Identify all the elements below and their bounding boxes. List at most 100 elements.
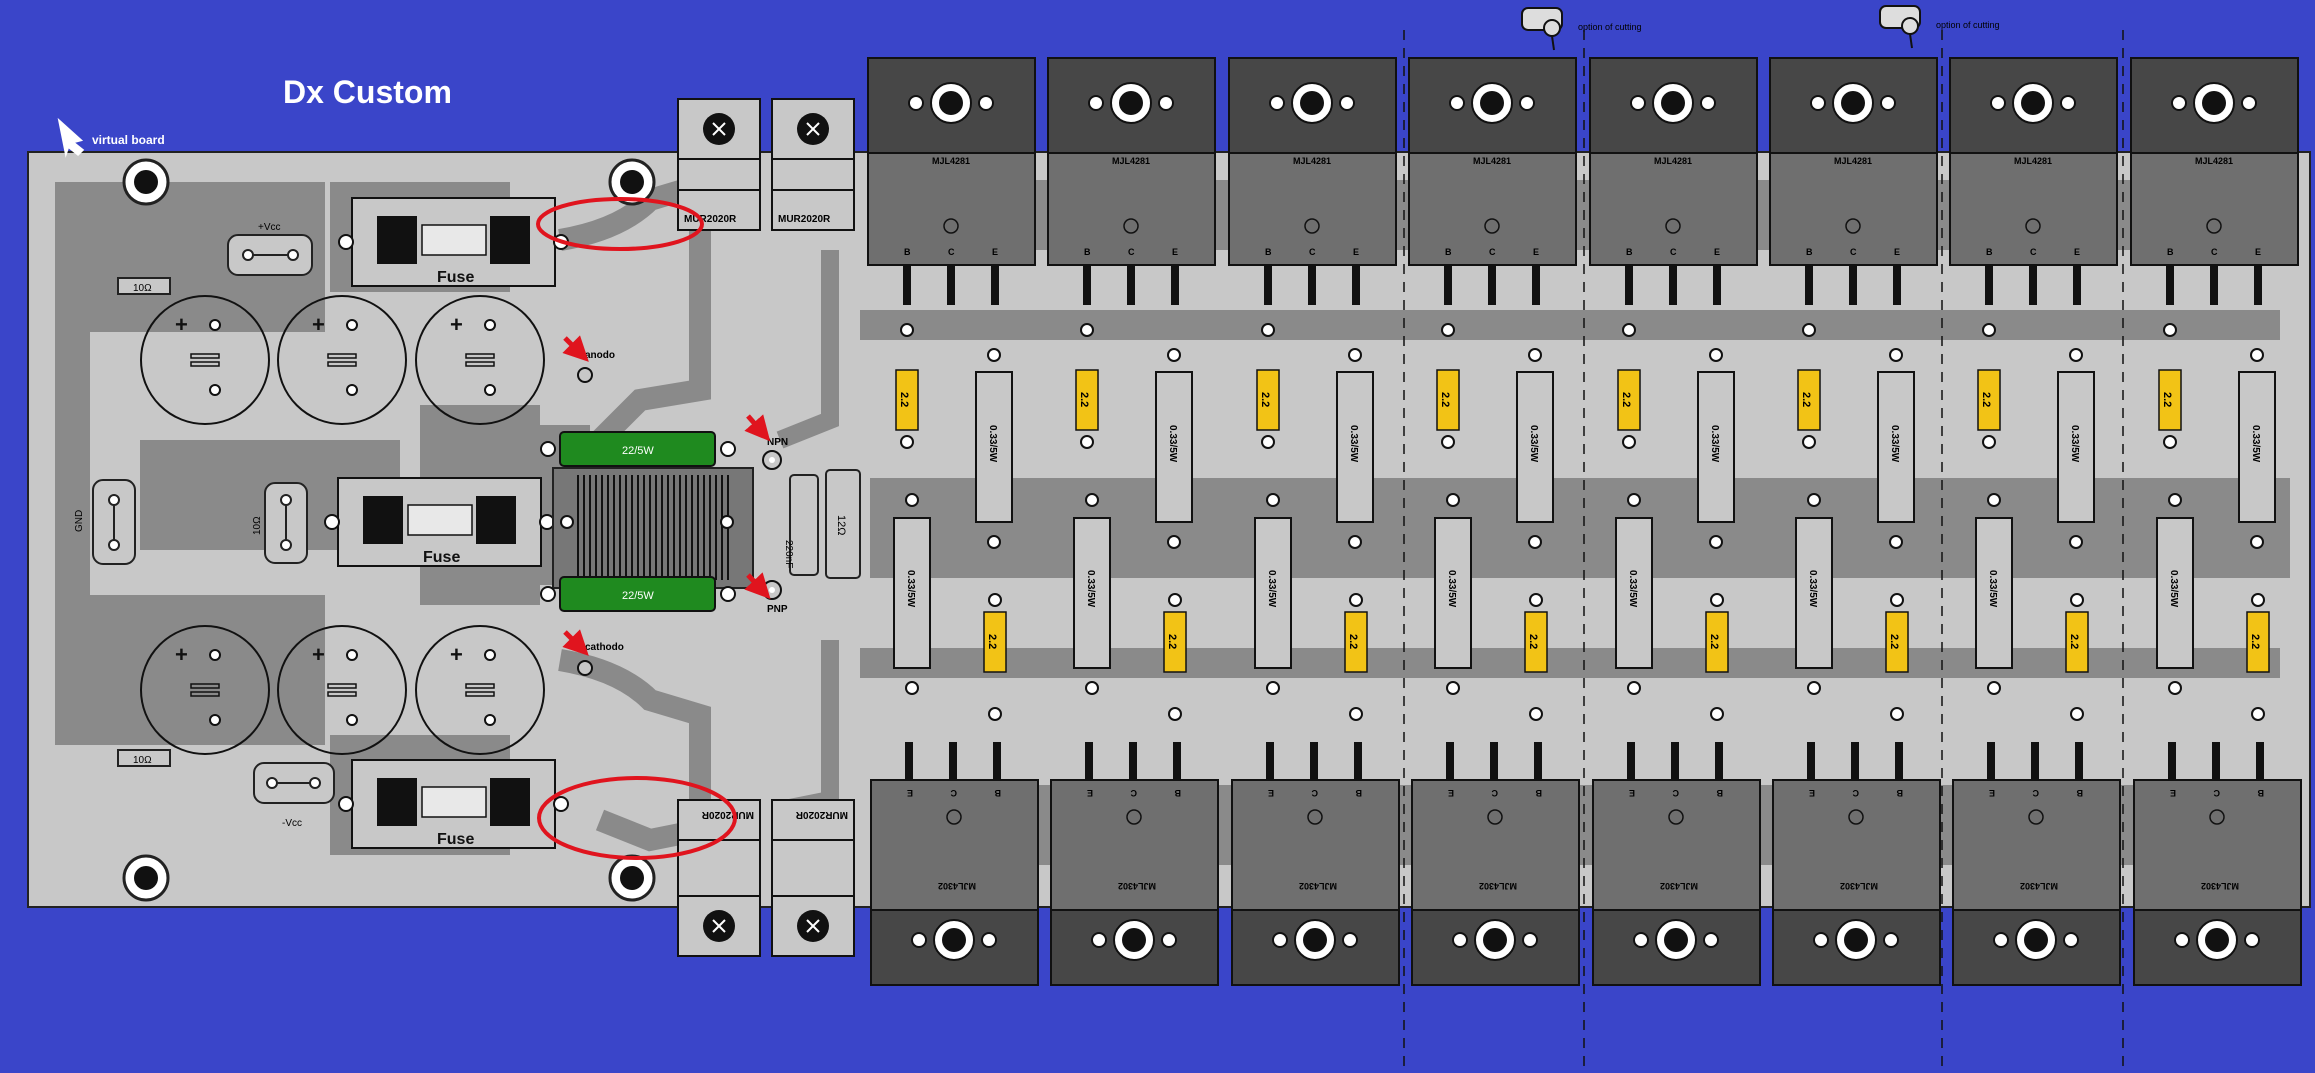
pin-label: B [994, 788, 1001, 798]
capacitor: + [415, 625, 545, 755]
pin-label: C [1672, 788, 1679, 798]
mount-hole-icon [608, 158, 656, 206]
base-resistor: 2.2 [1617, 323, 1641, 449]
diode: MUR2020R [771, 799, 855, 957]
svg-text:2.2: 2.2 [1527, 634, 1539, 649]
gnd-connector: GND [74, 479, 136, 565]
emitter-resistor: 0.33/5W [1877, 348, 1915, 549]
highlight-ellipse-top [536, 197, 704, 251]
bottom-resistor: 10Ω [117, 749, 171, 767]
base-resistor: 2.2 [1075, 323, 1099, 449]
pin-label: B [1445, 247, 1452, 257]
pin-label: E [1448, 788, 1454, 798]
cut-marker-1: option of cutting [1521, 7, 1642, 51]
red-arrow-icons [562, 335, 771, 656]
pin-label: C [1852, 788, 1859, 798]
emitter-resistor: 0.33/5W [975, 348, 1013, 549]
top-resistor: 10Ω [117, 277, 171, 295]
svg-text:2.2: 2.2 [1800, 392, 1812, 407]
emitter-resistor: 0.33/5W [2238, 348, 2276, 549]
pin-label: C [1130, 788, 1137, 798]
svg-text:0.33/5W: 0.33/5W [1085, 570, 1096, 608]
pin-label: C [1309, 247, 1316, 257]
emitter-resistor: 0.33/5W [1975, 493, 2013, 695]
pin-label: E [907, 788, 913, 798]
svg-text:10Ω: 10Ω [133, 283, 152, 294]
pin-label: C [1850, 247, 1857, 257]
capacitor: + [140, 295, 270, 425]
pin-label: C [950, 788, 957, 798]
pin-label: C [2213, 788, 2220, 798]
cut-lines [1403, 30, 2124, 1073]
svg-text:220nF: 220nF [783, 540, 794, 568]
capacitor: + [140, 625, 270, 755]
pin-label: C [1128, 247, 1135, 257]
emitter-resistor: 0.33/5W [1336, 348, 1374, 549]
plus-icon: + [312, 312, 325, 337]
base-resistor: 2.2 [1885, 593, 1909, 721]
vcc-pos-label: +Vcc [258, 222, 281, 233]
capacitor: + [277, 625, 407, 755]
diode: MUR2020R [677, 98, 761, 231]
bias-resistor-bottom: 22/5W [540, 576, 736, 612]
plus-icon: + [450, 642, 463, 667]
pin-label: B [1265, 247, 1272, 257]
pin-label: B [1806, 247, 1813, 257]
svg-text:2.2: 2.2 [1259, 392, 1271, 407]
base-resistor: 2.2 [1705, 593, 1729, 721]
pnp-part-label: MJL4302 [938, 881, 976, 891]
pin-label: B [1896, 788, 1903, 798]
diode-label: MUR2020R [795, 809, 848, 820]
svg-text:0.33/5W: 0.33/5W [905, 570, 916, 608]
pin-label: E [1989, 788, 1995, 798]
fuse-holder: Fuse [338, 759, 569, 849]
base-resistor: 2.2 [2065, 593, 2089, 721]
pin-label: C [2211, 247, 2218, 257]
emitter-resistor: 0.33/5W [1254, 493, 1292, 695]
base-resistor: 2.2 [895, 323, 919, 449]
svg-text:2.2: 2.2 [1888, 634, 1900, 649]
svg-text:0.33/5W: 0.33/5W [1348, 425, 1359, 463]
svg-text:0.33/5W: 0.33/5W [1528, 425, 1539, 463]
bias-res-top-label: 22/5W [622, 445, 654, 457]
base-resistor: 2.2 [1344, 593, 1368, 721]
svg-text:0.33/5W: 0.33/5W [2168, 570, 2179, 608]
vcc-neg-label: -Vcc [282, 818, 302, 829]
pin-label: E [1533, 247, 1539, 257]
cut-label-2: option of cutting [1936, 20, 2000, 30]
pin-label: E [1629, 788, 1635, 798]
pin-label: E [1268, 788, 1274, 798]
base-resistor: 2.2 [1977, 323, 2001, 449]
diode-label: MUR2020R [778, 214, 831, 225]
emitter-resistor: 0.33/5W [1434, 493, 1472, 695]
vcc-neg-connector: -Vcc [253, 762, 335, 829]
pnp-part-label: MJL4302 [1299, 881, 1337, 891]
capacitor: + [415, 295, 545, 425]
emitter-resistor: 0.33/5W [2156, 493, 2194, 695]
pin-label: C [2032, 788, 2039, 798]
pin-label: E [1353, 247, 1359, 257]
pnp-part-label: MJL4302 [1840, 881, 1878, 891]
pin-label: E [2170, 788, 2176, 798]
pin-label: E [2255, 247, 2261, 257]
svg-text:2.2: 2.2 [1078, 392, 1090, 407]
svg-text:NPN: NPN [767, 437, 788, 448]
pin-label: B [2076, 788, 2083, 798]
pin-label: E [1894, 247, 1900, 257]
mount-hole-icon [608, 854, 656, 902]
anode-point: anodo [577, 350, 615, 383]
pin-label: B [1986, 247, 1993, 257]
pin-label: C [2030, 247, 2037, 257]
plus-icon: + [175, 312, 188, 337]
pnp-transistor: MJL4302 E C B [1772, 742, 1941, 986]
diode-label: MUR2020R [701, 809, 754, 820]
pin-label: E [992, 247, 998, 257]
pin-label: E [1809, 788, 1815, 798]
